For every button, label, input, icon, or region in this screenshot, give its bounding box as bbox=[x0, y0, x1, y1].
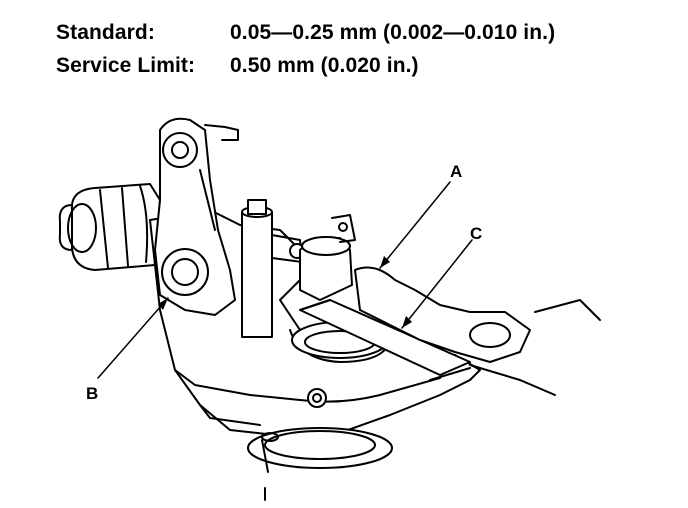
leader-line-c bbox=[401, 239, 473, 329]
valve-retainer bbox=[299, 214, 356, 301]
callout-b: B bbox=[86, 384, 99, 403]
leader-line-b bbox=[97, 297, 169, 379]
arrowhead-b bbox=[158, 298, 168, 310]
arrowhead-c bbox=[402, 316, 412, 328]
bottom-seal bbox=[247, 427, 393, 501]
callout-c: C bbox=[470, 224, 483, 243]
feeler-gauge bbox=[299, 266, 601, 396]
bolt-center bbox=[312, 393, 322, 403]
standard-label: Standard: bbox=[56, 21, 155, 44]
leader-arrowheads bbox=[158, 256, 412, 328]
rocker-arm bbox=[154, 117, 239, 316]
service-limit-label: Service Limit: bbox=[56, 54, 196, 77]
bolt-head bbox=[307, 388, 327, 408]
standard-value: 0.05—0.25 mm (0.002—0.010 in.) bbox=[230, 21, 556, 44]
leader-lines bbox=[97, 181, 473, 379]
service-limit-value: 0.50 mm (0.020 in.) bbox=[230, 54, 419, 77]
leader-line-a bbox=[379, 181, 451, 269]
callout-a: A bbox=[450, 162, 463, 181]
support-post bbox=[241, 199, 305, 338]
cylinder-body bbox=[58, 183, 161, 271]
arrowhead-a bbox=[380, 256, 390, 268]
